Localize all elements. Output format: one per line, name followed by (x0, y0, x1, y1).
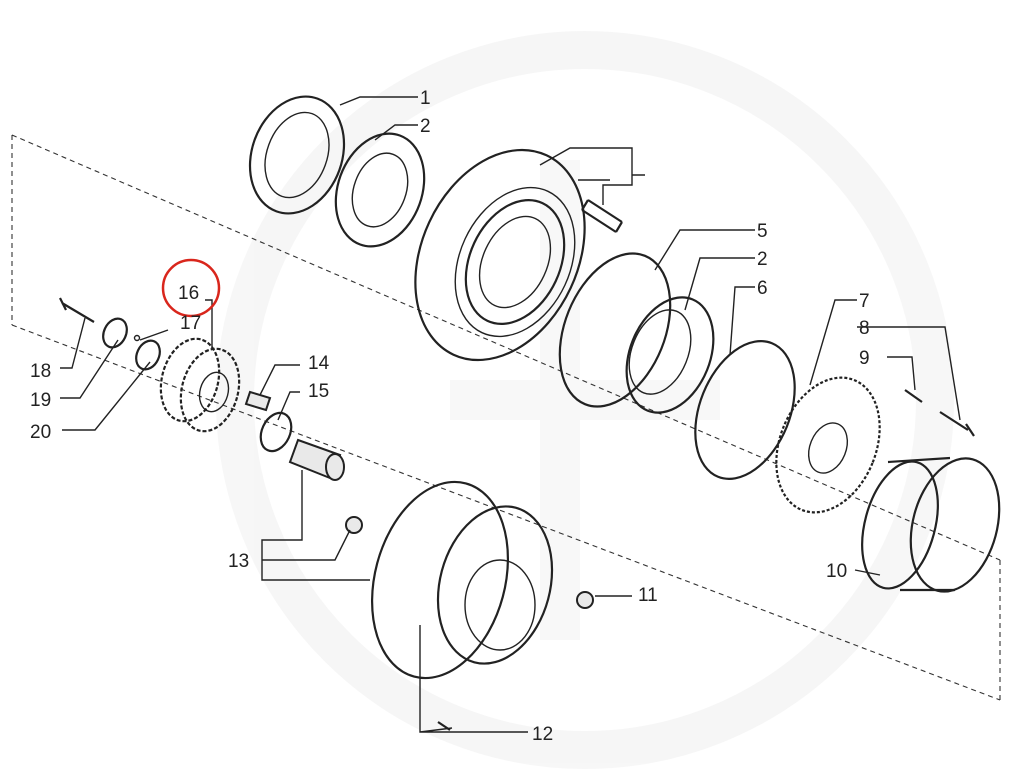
label-15: 15 (308, 381, 329, 402)
part-labels: 1 2 5 2 6 7 8 9 10 11 12 13 14 15 16 17 … (30, 88, 870, 745)
label-6: 6 (757, 278, 768, 299)
part-15-washer (259, 411, 293, 453)
hub-flange (414, 148, 586, 362)
part-10-ring-gear (861, 456, 1001, 593)
part-7-planet-carrier (775, 376, 881, 514)
label-2b: 2 (757, 249, 768, 270)
part-17-ball (133, 334, 141, 342)
watermark-logo (216, 31, 954, 769)
part-6-ring (694, 340, 796, 480)
label-12: 12 (532, 724, 553, 745)
label-17: 17 (180, 313, 201, 334)
label-1: 1 (420, 88, 431, 109)
planetary-housing (370, 480, 554, 680)
part-20-washer (135, 339, 161, 371)
label-19: 19 (30, 390, 51, 411)
leader-lines (60, 96, 961, 733)
stud-bolt (581, 199, 623, 233)
part-5-snap-ring (558, 252, 672, 408)
part-14-key (244, 390, 272, 412)
part-1-seal (248, 95, 346, 215)
label-7: 7 (859, 291, 870, 312)
part-13-pin (288, 438, 345, 481)
part-8-bolt (939, 411, 975, 437)
part-11-nut (576, 591, 594, 609)
part-16-sun-gear (159, 337, 241, 433)
label-8: 8 (859, 318, 870, 339)
label-10: 10 (826, 561, 847, 582)
label-2: 2 (420, 116, 431, 137)
part-19-washer (102, 317, 128, 349)
label-13: 13 (228, 551, 249, 572)
label-11: 11 (638, 585, 658, 606)
label-9: 9 (859, 348, 870, 369)
part-9-plug (904, 389, 923, 403)
part-2-roller-bearing (625, 296, 715, 414)
assembly-axis (11, 134, 1001, 701)
label-20: 20 (30, 422, 51, 443)
label-16: 16 (178, 283, 199, 304)
part-2-bearing (334, 132, 426, 248)
label-18: 18 (30, 361, 51, 382)
label-5: 5 (757, 221, 768, 242)
part-13-nut (345, 516, 363, 534)
label-14: 14 (308, 353, 330, 374)
part-18-bolt (59, 297, 95, 323)
highlight-circle (161, 258, 221, 318)
